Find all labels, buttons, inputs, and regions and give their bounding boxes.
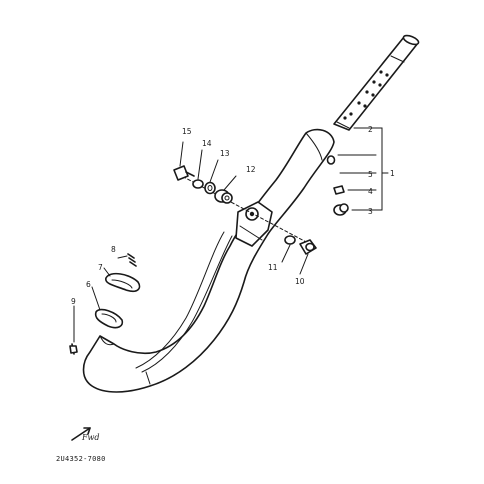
silencer-tail-pipe [333, 34, 420, 131]
rubber-5 [326, 155, 336, 165]
callout-2: 2 [368, 125, 373, 134]
collar-13 [204, 181, 216, 195]
nut-10 [299, 239, 317, 255]
washer-14 [192, 179, 204, 189]
callout-1: 1 [390, 169, 395, 178]
callout-5: 5 [368, 170, 373, 179]
spring-8 [127, 253, 137, 267]
gasket-6 [94, 308, 124, 329]
callout-6: 6 [86, 280, 91, 289]
screw-4 [333, 185, 345, 195]
drawing-code: 2U4352-7080 [56, 455, 106, 463]
callout-4: 4 [368, 187, 373, 196]
forward-label: Fwd [81, 433, 100, 442]
callout-3: 3 [368, 207, 373, 216]
callout-12: 12 [246, 165, 256, 174]
washer-11 [284, 235, 296, 245]
joint-7 [105, 272, 141, 293]
forward-arrow-icon [71, 427, 91, 441]
mounting-bracket [235, 201, 273, 247]
stud-bolt-9 [69, 343, 78, 355]
callout-7: 7 [98, 263, 103, 272]
callout-10: 10 [295, 277, 305, 286]
callout-14: 14 [202, 139, 212, 148]
callout-11: 11 [268, 263, 278, 272]
callout-9: 9 [71, 297, 76, 306]
callout-13: 13 [220, 149, 230, 158]
callout-8: 8 [111, 245, 116, 254]
leader-lines [73, 127, 389, 343]
callout-15: 15 [182, 127, 192, 136]
muffler-body [82, 128, 335, 393]
damper-12 [214, 189, 233, 204]
bolt-15 [173, 165, 195, 181]
damper-3 [333, 203, 349, 216]
